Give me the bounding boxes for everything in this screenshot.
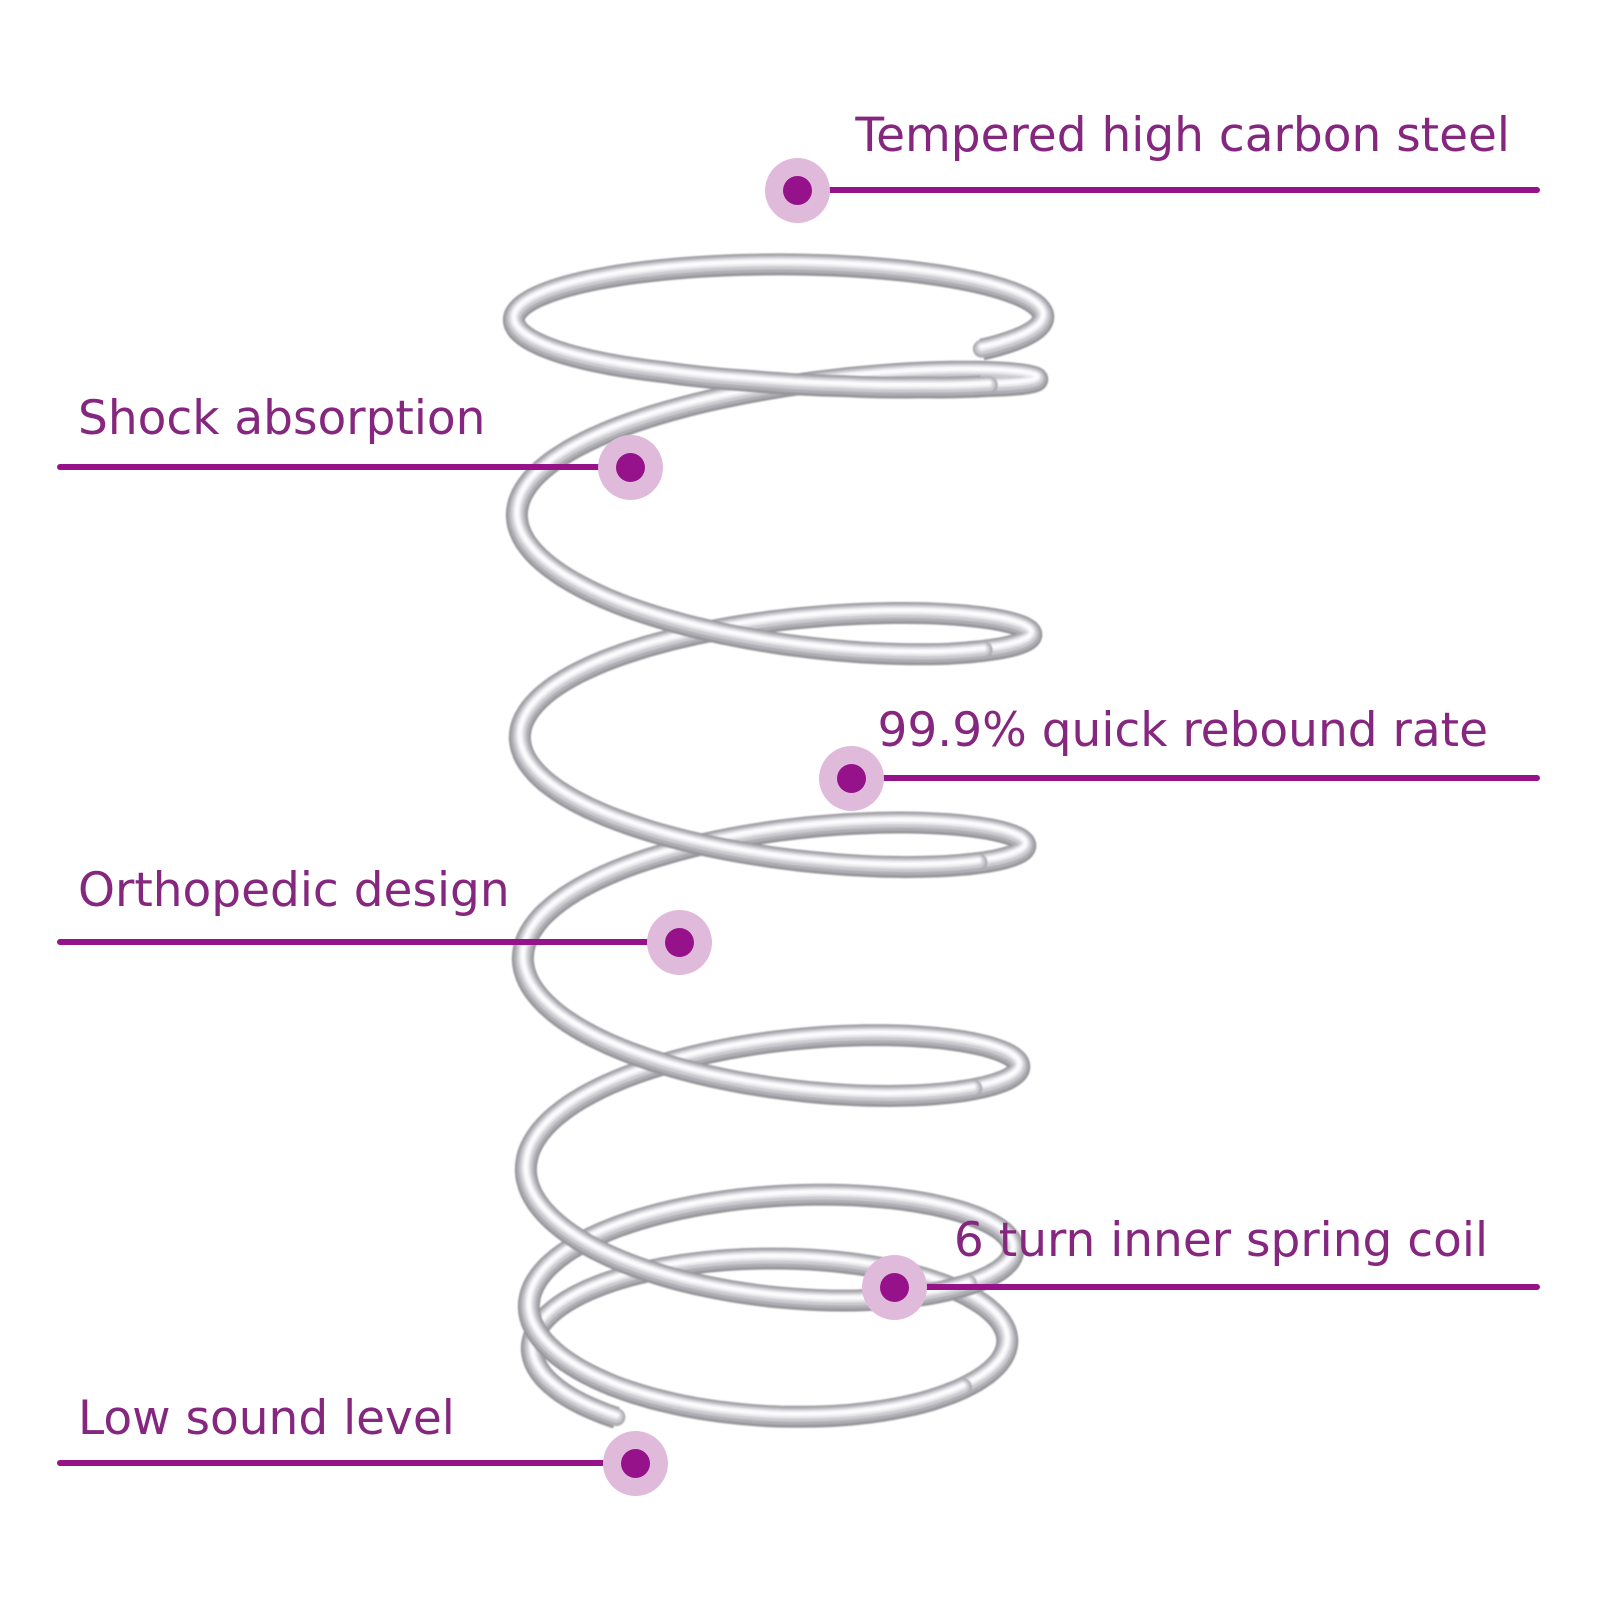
callout-line-orthopedic-design — [57, 939, 679, 945]
callout-line-spring-turns — [894, 1284, 1540, 1290]
callout-dot-core — [621, 1449, 650, 1478]
callout-label-tempered-steel: Tempered high carbon steel — [855, 108, 1510, 163]
callout-dot-core — [837, 764, 866, 793]
callout-label-low-sound: Low sound level — [78, 1391, 455, 1446]
callout-dot-rebound-rate — [819, 746, 884, 811]
callout-dot-tempered-steel — [765, 158, 830, 223]
callout-dot-orthopedic-design — [647, 910, 712, 975]
callout-dot-core — [783, 176, 812, 205]
callout-label-spring-turns: 6 turn inner spring coil — [953, 1213, 1488, 1268]
callout-dot-core — [665, 928, 694, 957]
callout-dot-core — [616, 453, 645, 482]
callout-dot-core — [880, 1273, 909, 1302]
callout-label-shock-absorption: Shock absorption — [78, 391, 486, 446]
callout-line-low-sound — [57, 1460, 635, 1466]
callout-line-rebound-rate — [851, 775, 1540, 781]
callout-dot-low-sound — [603, 1431, 668, 1496]
callout-line-shock-absorption — [57, 464, 630, 470]
callout-label-rebound-rate: 99.9% quick rebound rate — [877, 703, 1488, 758]
callout-label-orthopedic-design: Orthopedic design — [78, 863, 510, 918]
callout-dot-spring-turns — [862, 1255, 927, 1320]
callout-line-tempered-steel — [797, 187, 1540, 193]
callout-dot-shock-absorption — [598, 435, 663, 500]
